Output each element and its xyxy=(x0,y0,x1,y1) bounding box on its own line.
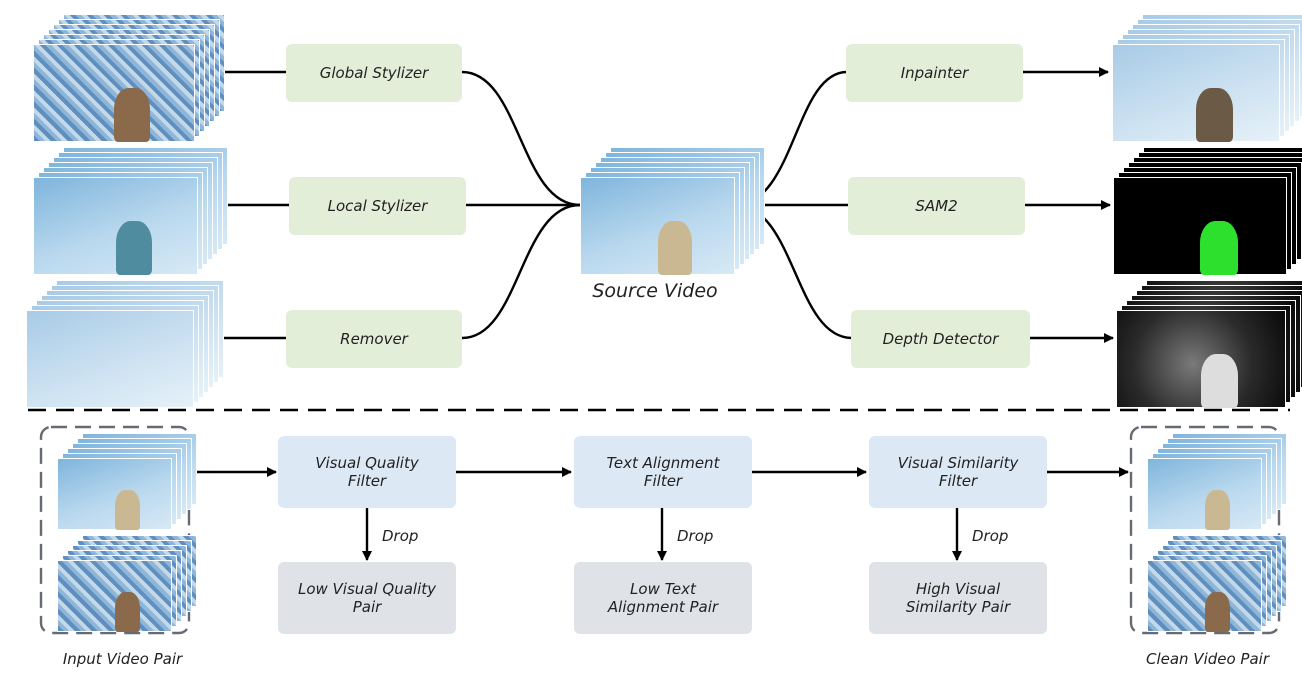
high-visual-similarity-label: High Visual Similarity Pair xyxy=(905,580,1011,616)
high-visual-similarity-box: High Visual Similarity Pair xyxy=(869,562,1047,634)
local-stylizer-label: Local Stylizer xyxy=(327,197,428,215)
sam2-mask-stack xyxy=(1113,147,1302,275)
global-stylizer-label: Global Stylizer xyxy=(319,64,429,82)
input-stylized-person-figure xyxy=(114,592,140,632)
drop-label-visual-similarity: Drop xyxy=(972,527,1009,545)
source-person-figure xyxy=(657,221,692,275)
low-visual-quality-box: Low Visual Quality Pair xyxy=(278,562,456,634)
depth-detector-box: Depth Detector xyxy=(851,310,1030,368)
input-pair-frame xyxy=(39,425,191,635)
clean-video-pair-label: Clean Video Pair xyxy=(1145,650,1270,668)
depth-person-silhouette xyxy=(1201,354,1239,408)
depth-detector-label: Depth Detector xyxy=(882,330,999,348)
depth-map-stack xyxy=(1116,280,1302,408)
inpainter-label: Inpainter xyxy=(900,64,969,82)
visual-similarity-filter-box: Visual Similarity Filter xyxy=(869,436,1047,508)
remover-label: Remover xyxy=(340,330,408,348)
sam2-green-mask xyxy=(1200,221,1239,275)
input-stylized-video-stack xyxy=(57,535,197,632)
video-frame xyxy=(26,310,194,408)
drop-label-visual-quality: Drop xyxy=(382,527,419,545)
stylized-person-figure xyxy=(114,88,150,142)
inpainter-box: Inpainter xyxy=(846,44,1023,102)
text-alignment-filter-label: Text Alignment Filter xyxy=(606,454,720,490)
sam2-box: SAM2 xyxy=(848,177,1025,235)
input-video-pair-label: Input Video Pair xyxy=(62,650,183,668)
global-stylizer-box: Global Stylizer xyxy=(286,44,462,102)
low-visual-quality-label: Low Visual Quality Pair xyxy=(297,580,437,616)
video-frame xyxy=(1147,560,1262,632)
low-text-alignment-label: Low Text Alignment Pair xyxy=(607,580,719,616)
input-source-video-stack xyxy=(57,433,197,530)
source-video-label: Source Video xyxy=(592,280,718,302)
text-alignment-filter-box: Text Alignment Filter xyxy=(574,436,752,508)
visual-quality-filter-box: Visual Quality Filter xyxy=(278,436,456,508)
inpainted-person-figure xyxy=(1196,88,1233,142)
output-source-video-stack xyxy=(1147,433,1287,530)
connector-remover xyxy=(461,203,581,340)
input-person-figure xyxy=(114,490,140,530)
local-stylized-video-stack xyxy=(33,147,228,275)
local-stylized-person-figure xyxy=(115,221,152,275)
removed-video-stack xyxy=(26,280,224,408)
video-frame xyxy=(1112,44,1280,142)
output-pair-frame xyxy=(1129,425,1281,635)
remover-box: Remover xyxy=(286,310,462,368)
source-video-stack xyxy=(580,147,765,275)
connector-global-stylizer xyxy=(461,70,581,207)
output-stylized-person-figure xyxy=(1204,592,1230,632)
video-frame xyxy=(1147,458,1262,530)
visual-similarity-filter-label: Visual Similarity Filter xyxy=(897,454,1019,490)
sam2-label: SAM2 xyxy=(915,197,958,215)
output-stylized-video-stack xyxy=(1147,535,1287,632)
inpainted-video-stack xyxy=(1112,14,1302,142)
local-stylizer-box: Local Stylizer xyxy=(289,177,466,235)
global-stylized-video-stack xyxy=(33,14,225,142)
low-text-alignment-box: Low Text Alignment Pair xyxy=(574,562,752,634)
drop-label-text-alignment: Drop xyxy=(677,527,714,545)
output-person-figure xyxy=(1204,490,1230,530)
visual-quality-filter-label: Visual Quality Filter xyxy=(315,454,419,490)
